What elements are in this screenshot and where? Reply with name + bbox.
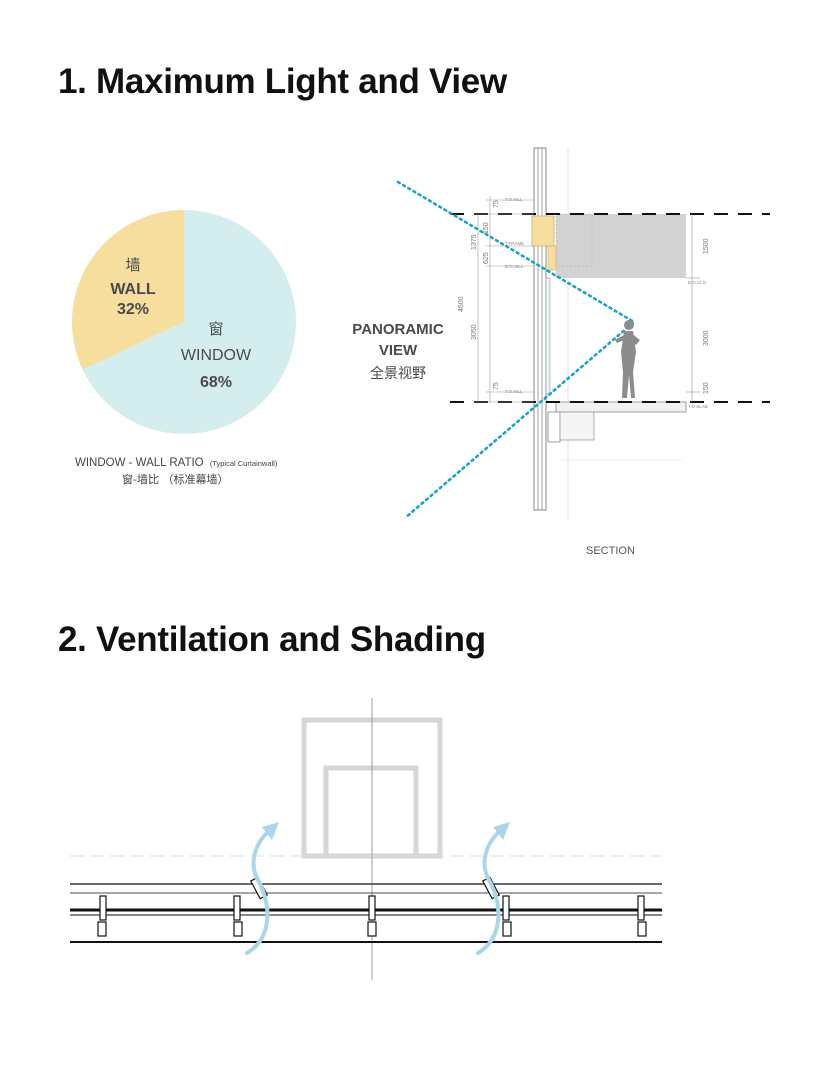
pie-caption-note: (Typical Curtainwall) — [210, 459, 278, 468]
dimension-lines-right — [686, 214, 700, 402]
dim-total: 4500 — [458, 296, 465, 312]
wall-value: 32% — [117, 301, 149, 318]
dim-150-a: 150 — [483, 222, 490, 234]
airflow-arrow-left — [245, 828, 272, 955]
dim-1500: 1500 — [703, 238, 710, 254]
facade-lines — [70, 883, 662, 943]
note-bo-sill: B.O.SILL — [505, 264, 524, 269]
panoramic-label-cn: 全景视野 — [370, 365, 426, 382]
dim-3000: 3000 — [703, 330, 710, 346]
note-to-slab: T.O.SLAB — [688, 404, 708, 409]
airflow-arrowheads — [262, 822, 510, 840]
upper-wall-panel — [531, 215, 555, 247]
dimension-lines-left — [474, 196, 534, 403]
dim-75-b: 75 — [493, 382, 500, 390]
dim-150-b: 150 — [703, 382, 710, 394]
sight-lines — [396, 180, 637, 520]
pie-slice-wall — [71, 210, 184, 370]
person-figure — [615, 320, 640, 398]
note-to-sill: T.O.SILL — [505, 197, 523, 202]
pie-caption: WINDOW - WALL RATIO (Typical Curtainwall… — [75, 457, 278, 469]
pie-chart: 墙 WALL 32% 窗 WINDOW 68% WINDOW - WALL RA… — [71, 210, 296, 486]
dim-3050: 3050 — [471, 324, 478, 340]
section-heading-light-view: 1. Maximum Light and View — [58, 62, 507, 101]
window-label-cn: 窗 — [208, 320, 223, 338]
pie-slice-window — [82, 210, 296, 434]
view-label: VIEW — [379, 342, 418, 359]
airflow-arrow-right — [476, 828, 503, 955]
section-diagram: 4500 1375 3050 625 150 75 75 T.O.SILL T.… — [352, 147, 770, 557]
pie-caption-main: WINDOW - WALL RATIO — [75, 457, 204, 469]
mullion-fins — [97, 876, 647, 937]
wall-label-cn: 墙 — [125, 256, 140, 274]
column-box-inner — [323, 765, 419, 859]
note-frame: T.FRAME — [505, 241, 524, 246]
window-value: 68% — [200, 374, 232, 391]
airflow-arrows — [245, 828, 503, 955]
section-heading-ventilation: 2. Ventilation and Shading — [58, 620, 486, 659]
ventilation-plan — [70, 698, 662, 980]
window-label: WINDOW — [181, 347, 252, 364]
dim-1375: 1375 — [471, 234, 478, 250]
floor-slab — [555, 401, 687, 413]
curtain-wall — [533, 147, 561, 511]
panoramic-label: PANORAMIC — [352, 321, 444, 338]
wall-label: WALL — [110, 281, 156, 298]
note-bo-clg: B.O.CLG — [688, 280, 707, 285]
dim-625: 625 — [483, 252, 490, 264]
note-to-sill-2: T.O.SILL — [505, 389, 523, 394]
section-label: SECTION — [586, 545, 635, 557]
dim-75-a: 75 — [493, 200, 500, 208]
pie-caption-cn: 窗-墙比 （标准幕墙） — [122, 472, 228, 486]
ceiling-block — [556, 214, 686, 278]
